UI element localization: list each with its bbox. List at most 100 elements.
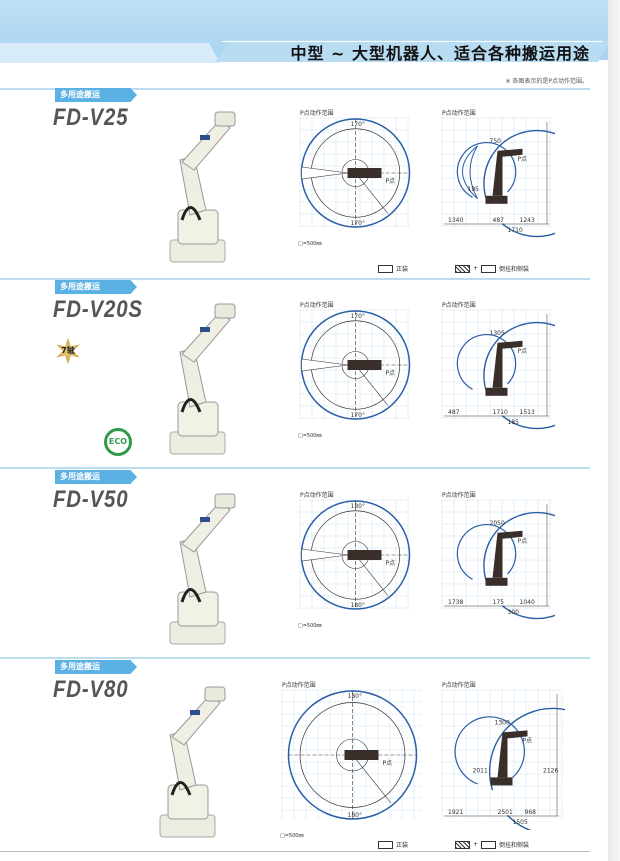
- hatch-swatch: [455, 840, 470, 849]
- range-label: P点动作范围: [442, 491, 476, 499]
- p-point-label: P点: [518, 537, 528, 545]
- range-label: P点动作范围: [442, 681, 476, 689]
- angle-label: 170°: [351, 220, 365, 227]
- p-point-label: P点: [386, 369, 396, 377]
- robot-side-silhouette: [492, 148, 523, 196]
- range-label: P点动作范围: [300, 491, 334, 499]
- robot-image: [169, 111, 236, 263]
- hatch-swatch: [455, 264, 470, 273]
- category-tag: 多用途搬运: [55, 280, 137, 294]
- robot-top-silhouette: [347, 168, 382, 178]
- robot-top-silhouette: [347, 360, 382, 370]
- seven-axis-badge: 7轴: [56, 338, 80, 364]
- dimension-label: 1300: [495, 719, 510, 726]
- model-name: FD-V25: [53, 104, 129, 131]
- grid-scale: □=500㎜: [298, 433, 322, 439]
- excluded-zone: [301, 166, 348, 180]
- model-name: FD-V20S: [53, 296, 143, 323]
- dimension-label: 1040: [520, 599, 535, 606]
- range-label: P点动作范围: [442, 109, 476, 117]
- angle-label: 170°: [351, 121, 365, 128]
- angle-label: 180°: [351, 503, 365, 510]
- normal-mount-swatch: [378, 264, 393, 273]
- top-view-range-diagram: P点动作范围 P点 170° 170°: [299, 109, 411, 228]
- radius-line: [355, 364, 389, 406]
- dimension-label: 1710: [508, 227, 523, 234]
- side-range-arc: [483, 511, 555, 620]
- robot-image: [169, 303, 236, 455]
- dimension-label: 750: [490, 138, 502, 145]
- dimension-label: 1710: [493, 409, 508, 416]
- p-point-label: P点: [518, 347, 528, 355]
- side-range-arc: [483, 321, 555, 430]
- dimension-label: 1505: [513, 819, 528, 826]
- radius-line: [355, 554, 389, 596]
- dimension-label: 1243: [520, 217, 535, 224]
- robot-top-silhouette: [344, 750, 379, 760]
- category-tag: 多用途搬运: [55, 88, 137, 102]
- excluded-zone: [301, 548, 348, 562]
- plus-sign: +: [473, 841, 479, 848]
- dimension-label: 1921: [448, 809, 463, 816]
- other-mount-swatch: [481, 840, 497, 849]
- radius-line: [352, 754, 392, 804]
- dimension-label: 185: [508, 419, 520, 426]
- range-label: P点动作范围: [282, 681, 316, 689]
- side-range-arc: [488, 707, 565, 830]
- side-inner-arc: [454, 716, 525, 785]
- angle-label: 180°: [348, 812, 362, 819]
- range-label: P点动作范围: [300, 301, 334, 309]
- category-tag: 多用途搬运: [55, 470, 137, 484]
- legend-label: 倒挂和侧装: [499, 266, 530, 273]
- divider: [0, 88, 590, 90]
- legend-normal: 正装: [378, 840, 408, 849]
- p-point-label: P点: [386, 177, 396, 185]
- page-title: 中型 ~ 大型机器人、适合各种搬运用途: [290, 44, 590, 63]
- dimension-label: 1305: [490, 330, 505, 337]
- side-inner-arc: [456, 142, 517, 198]
- legend-normal: 正装: [378, 264, 408, 273]
- robot-base: [485, 387, 508, 396]
- dimension-label: 300: [508, 609, 520, 616]
- legend-label: 正装: [396, 842, 409, 849]
- angle-label: 170°: [351, 313, 365, 320]
- legend-other: +倒挂和侧装: [455, 840, 529, 849]
- other-mount-swatch: [481, 264, 497, 273]
- hatched-zone: [462, 145, 478, 200]
- p-point-label: P点: [386, 559, 396, 567]
- dimension-label: 487: [493, 217, 505, 224]
- dimension-label: 195: [468, 186, 480, 193]
- side-range-arc: [483, 129, 555, 238]
- dimension-label: 2126: [543, 767, 558, 774]
- range-label: P点动作范围: [300, 109, 334, 117]
- header-line: [222, 41, 602, 42]
- divider: [0, 467, 590, 469]
- robot-base: [485, 577, 508, 586]
- legend-other: +倒挂和侧装: [455, 264, 529, 273]
- eco-logo: ECO: [104, 428, 132, 456]
- dimension-label: 2011: [473, 767, 488, 774]
- header-band: [0, 43, 220, 63]
- side-inner-arc: [456, 524, 517, 580]
- robot-image: [169, 493, 236, 645]
- robot-base: [490, 777, 513, 786]
- normal-mount-swatch: [378, 840, 393, 849]
- divider: [0, 278, 590, 280]
- dimension-label: 487: [448, 409, 460, 416]
- divider: [0, 657, 590, 659]
- robot-side-silhouette: [492, 530, 523, 578]
- p-point-label: P点: [523, 736, 533, 744]
- dimension-label: 1738: [448, 599, 463, 606]
- angle-label: 180°: [348, 693, 362, 700]
- model-name: FD-V50: [53, 486, 129, 513]
- header-tab: [215, 40, 610, 62]
